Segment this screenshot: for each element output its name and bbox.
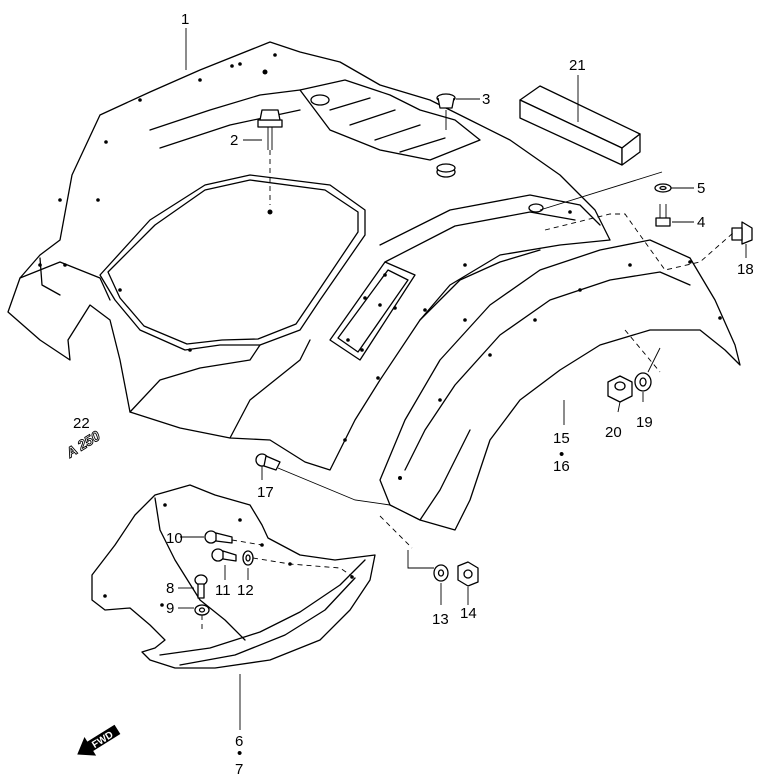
screw-8	[194, 574, 208, 599]
callout-12: 12	[237, 582, 254, 599]
nut-20	[607, 375, 633, 403]
nut-14	[457, 561, 479, 587]
washer-13	[433, 564, 449, 582]
bolt-4	[655, 204, 671, 227]
callout-21: 21	[569, 57, 586, 74]
mud-guard-15-16	[379, 239, 741, 531]
leader-lines	[178, 28, 747, 730]
callout-15-dot: •	[559, 446, 564, 463]
washer-19	[634, 372, 652, 392]
emblem-22: A 250	[62, 427, 104, 462]
splash-shield-6-7	[91, 484, 376, 669]
callout-16: 16	[553, 458, 570, 475]
screw-11	[211, 548, 237, 562]
fwd-arrow-icon: FWD	[77, 724, 121, 756]
callout-6-dot: •	[237, 745, 242, 762]
callout-labels: 1 2 3 21 5 4 18 20 19 15 • 16 22 17 10 8…	[73, 11, 754, 778]
rivet-17	[255, 453, 281, 471]
callout-13: 13	[432, 611, 449, 628]
foam-21	[519, 85, 641, 166]
callout-4: 4	[697, 214, 705, 231]
callout-8: 8	[166, 580, 174, 597]
callout-14: 14	[460, 605, 477, 622]
screw-10	[204, 530, 233, 544]
nut-9	[194, 604, 210, 616]
callout-1: 1	[181, 11, 189, 28]
emblem-text: A 250	[62, 427, 103, 461]
screw-2	[257, 109, 283, 205]
callout-15: 15	[553, 430, 570, 447]
callout-19: 19	[636, 414, 653, 431]
bolt-18	[731, 221, 753, 245]
callout-22: 22	[73, 415, 90, 432]
callout-10: 10	[166, 530, 183, 547]
callout-7: 7	[235, 761, 243, 778]
washer-5	[654, 183, 672, 193]
callout-9: 9	[166, 600, 174, 617]
callout-2: 2	[230, 132, 238, 149]
callout-20: 20	[605, 424, 622, 441]
callout-11: 11	[215, 582, 231, 599]
callout-17: 17	[257, 484, 274, 501]
callout-3: 3	[482, 91, 490, 108]
callout-5: 5	[697, 180, 705, 197]
callout-6: 6	[235, 733, 243, 750]
grommet-3	[436, 93, 456, 173]
callout-18: 18	[737, 261, 754, 278]
washer-12	[242, 550, 254, 566]
